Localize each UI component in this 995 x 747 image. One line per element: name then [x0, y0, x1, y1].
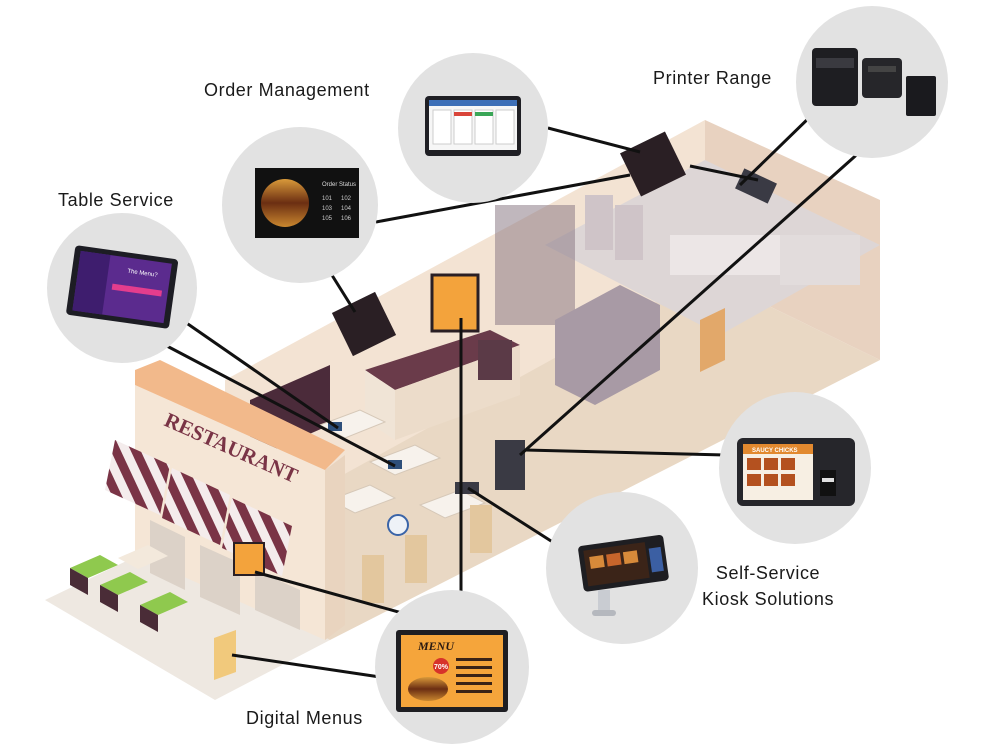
callout-table-service: The Menu? — [47, 213, 197, 363]
wood-column-3 — [470, 505, 492, 553]
connector-kiosk-solutions — [524, 448, 726, 457]
facade-top — [135, 360, 345, 470]
cold-room — [555, 285, 660, 405]
connector-printer-3 — [519, 148, 863, 457]
outdoor-table — [118, 545, 168, 569]
label-self-service-kiosk: Self-Service Kiosk Solutions — [702, 560, 834, 612]
label-printer-range: Printer Range — [653, 68, 772, 88]
menu-badge — [433, 658, 449, 674]
wood-column-1 — [362, 555, 384, 603]
connector-order-status-screen — [375, 173, 631, 224]
awning-1 — [105, 440, 170, 515]
printer-medium — [862, 58, 902, 98]
callout-order-management — [398, 53, 548, 203]
label-order-management: Order Management — [204, 80, 370, 100]
order-number: 103 — [322, 206, 333, 212]
callout-self-service-kiosk — [546, 492, 698, 644]
awning-3 — [222, 498, 292, 576]
order-number: 106 — [341, 216, 352, 222]
label-digital-menus: Digital Menus — [246, 708, 363, 728]
printer-large — [812, 48, 858, 106]
connector-self-service — [467, 486, 563, 550]
connector-table-service-1 — [184, 320, 339, 430]
connector-table-service-2 — [164, 343, 396, 468]
tablet-heading: The Menu? — [127, 269, 159, 279]
kitchen-sink-counter — [780, 235, 860, 285]
in-scene-devices — [233, 131, 777, 576]
connector-digital-menus-aframe — [231, 653, 381, 679]
wood-column-2 — [405, 535, 427, 583]
order-number: 104 — [341, 206, 352, 212]
order-number: 101 — [322, 196, 333, 202]
callout-printer-range — [796, 6, 948, 158]
digital-menu-board — [430, 273, 480, 333]
order-status-numbers: 101 102 103 104 105 106 — [322, 196, 352, 222]
coffee-machine — [478, 340, 512, 380]
awning-2 — [162, 468, 230, 545]
kitchen-door — [700, 308, 725, 372]
connector-order-status-dining — [328, 271, 357, 313]
storefront-windows — [150, 520, 300, 630]
label-self-service-line1: Self-Service — [715, 563, 821, 583]
storage-rack-1 — [585, 195, 613, 250]
a-frame-sign — [214, 630, 236, 680]
order-status-title: Order Status — [322, 182, 356, 188]
kiosk-stand — [495, 440, 525, 490]
printer-small — [906, 76, 936, 116]
wall-menu-storefront — [233, 542, 265, 576]
menu-badge-text: 70% — [434, 664, 449, 671]
facade-side — [325, 455, 345, 640]
label-table-service: Table Service — [58, 190, 174, 210]
callout-kiosk-solutions: SAUCY CHICKS — [719, 392, 871, 544]
planters — [70, 555, 188, 632]
menu-title: MENU — [417, 639, 455, 653]
wall-menu-screen-kitchen — [620, 131, 686, 197]
order-number: 102 — [341, 196, 352, 202]
robot-server — [387, 514, 409, 536]
connector-order-management — [547, 126, 641, 154]
connector-printer-2 — [738, 110, 817, 187]
label-self-service-line2: Kiosk Solutions — [702, 589, 835, 609]
kitchen-partition — [495, 205, 575, 325]
callout-order-status-display: Order Status 101 102 103 104 105 106 — [222, 127, 378, 283]
storage-rack-2 — [615, 205, 643, 260]
kiosk-banner: SAUCY CHICKS — [752, 448, 798, 454]
order-number: 105 — [322, 216, 333, 222]
wall-menu-screen-dining — [331, 291, 397, 357]
callout-digital-menus: MENU 70% — [375, 590, 529, 744]
connector-lines — [164, 110, 863, 679]
connector-digital-menus-storefront — [254, 570, 421, 620]
